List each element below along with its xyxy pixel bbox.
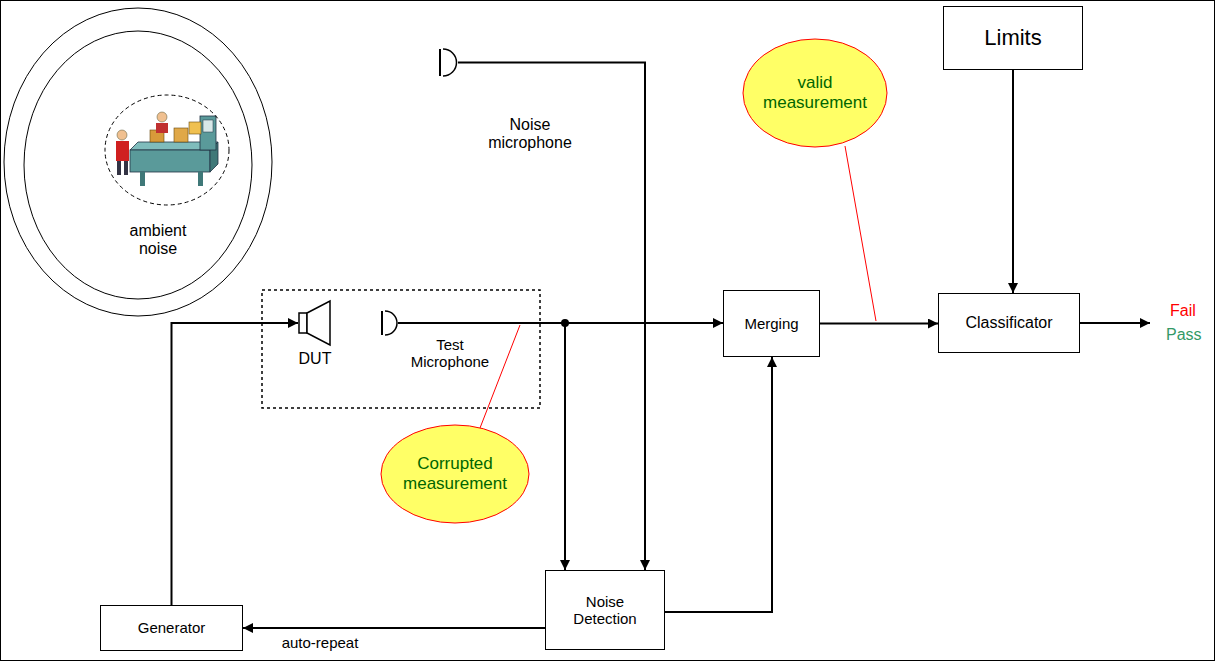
microphone-symbol-outline [438, 48, 458, 77]
node-text: Limits [984, 25, 1041, 50]
conveyor-leg [198, 172, 203, 186]
process-box: Noise Detection [545, 570, 665, 650]
microphone-symbol-outline [380, 310, 398, 336]
worker-leg [124, 161, 128, 175]
node-text: Classificator [965, 314, 1052, 332]
worker-head [157, 112, 167, 122]
node-text: Corrupted measurement [396, 454, 514, 493]
noise-zone-ring [24, 31, 252, 299]
process-box: Classificator [938, 293, 1080, 353]
leader-line [480, 325, 520, 428]
connector-arrow [1012, 70, 1014, 293]
parcel [174, 128, 188, 142]
worker-body [156, 123, 168, 133]
test-enclosure [262, 290, 540, 408]
node-label: ambient noise [118, 222, 198, 259]
connector-arrow [243, 627, 545, 629]
callout-bubble: Corrupted measurement [380, 424, 530, 524]
node-label: Test Microphone [400, 336, 500, 371]
conveyor-body [130, 150, 210, 172]
microphone-head [443, 49, 457, 76]
noise-zone-ring [4, 8, 272, 316]
callout-ellipse [381, 425, 529, 523]
callout-ellipse [743, 39, 887, 147]
process-box: Limits [943, 6, 1083, 70]
callout-bubble: valid measurement [742, 38, 888, 148]
microphone-bar [381, 311, 383, 335]
connector-arrow [820, 323, 938, 325]
ambient-noise-zone-outline [3, 7, 273, 317]
parcel [189, 122, 201, 134]
leader-line [845, 146, 876, 321]
factory-illustration [116, 112, 218, 186]
process-box: Generator [100, 605, 243, 651]
node-text: valid measurement [759, 73, 871, 112]
ambient-noise-zone: ambient noise [3, 7, 273, 317]
node-label: DUT [290, 350, 340, 368]
microphone-symbol: Test Microphone [380, 310, 398, 336]
junction-dot [561, 319, 569, 327]
worker-head [117, 130, 127, 140]
speaker-symbol: DUT [298, 299, 332, 347]
speaker-cone [307, 301, 330, 345]
microphone-head [385, 311, 397, 335]
process-box: Merging [723, 290, 820, 357]
connector-arrow [172, 323, 299, 605]
node-text: Merging [744, 315, 798, 332]
microphone-bar [439, 49, 441, 76]
noise-zone-ring [105, 95, 229, 205]
edge-label: auto-repeat [280, 634, 361, 651]
speaker-magnet [299, 313, 307, 333]
machine-panel [200, 116, 216, 150]
output-arrow [1080, 322, 1150, 324]
speaker-symbol-outline [298, 299, 332, 347]
node-label: Noise microphone [480, 116, 580, 153]
output-label: Pass [1166, 326, 1202, 344]
worker-leg [117, 161, 121, 175]
node-text: Generator [138, 619, 206, 636]
connector-arrow [665, 357, 772, 612]
output-label: Fail [1170, 302, 1196, 320]
machine-screen [203, 120, 213, 132]
microphone-symbol: Noise microphone [438, 48, 458, 77]
worker-body [116, 141, 129, 161]
conveyor-leg [140, 172, 145, 186]
node-text: Noise Detection [565, 593, 645, 628]
